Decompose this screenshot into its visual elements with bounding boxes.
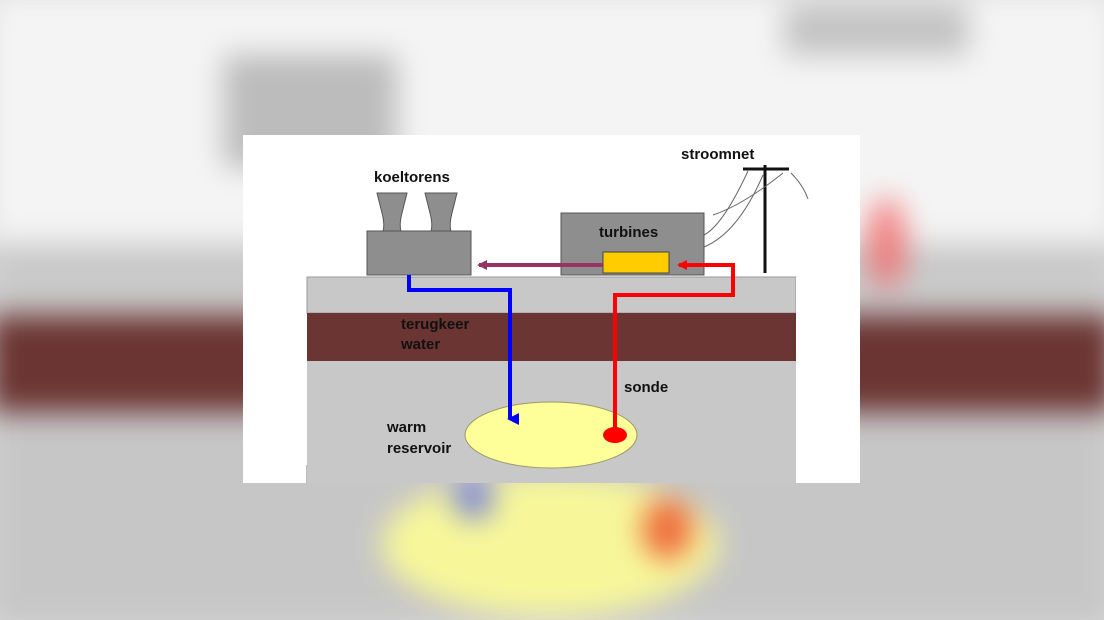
left-margin <box>243 277 307 483</box>
blurred-power-line <box>784 4 969 56</box>
blurred-probe-dot <box>641 498 693 560</box>
power-pole <box>703 165 809 273</box>
label-terugkeer: terugkeer <box>401 316 470 333</box>
power-wire-4 <box>790 172 809 200</box>
power-wire-2 <box>703 174 764 248</box>
blurred-red-glow <box>866 197 907 290</box>
generator-box <box>602 251 670 274</box>
geothermal-diagram: stroomnet koeltorens turbines terugkeer … <box>243 135 860 483</box>
power-wire-1 <box>703 170 749 236</box>
label-water: water <box>401 336 441 353</box>
sky <box>243 135 860 277</box>
label-warm: warm <box>387 419 427 436</box>
cooling-towers <box>366 192 472 276</box>
brown-rock-layer <box>307 313 796 361</box>
label-reservoir: reservoir <box>387 440 452 457</box>
probe-dot <box>603 427 627 443</box>
return-water-pipe <box>407 275 519 425</box>
diagram-svg <box>243 135 860 483</box>
label-turbines: turbines <box>599 224 659 241</box>
right-margin <box>796 277 860 483</box>
label-stroomnet: stroomnet <box>681 146 755 163</box>
power-wire-3 <box>712 172 784 216</box>
label-koeltorens: koeltorens <box>374 169 450 186</box>
hot-water-pipe <box>613 260 735 433</box>
cooling-tower-base <box>366 230 472 276</box>
label-sonde: sonde <box>624 379 669 396</box>
blurred-blue-pipe-end <box>453 478 494 520</box>
